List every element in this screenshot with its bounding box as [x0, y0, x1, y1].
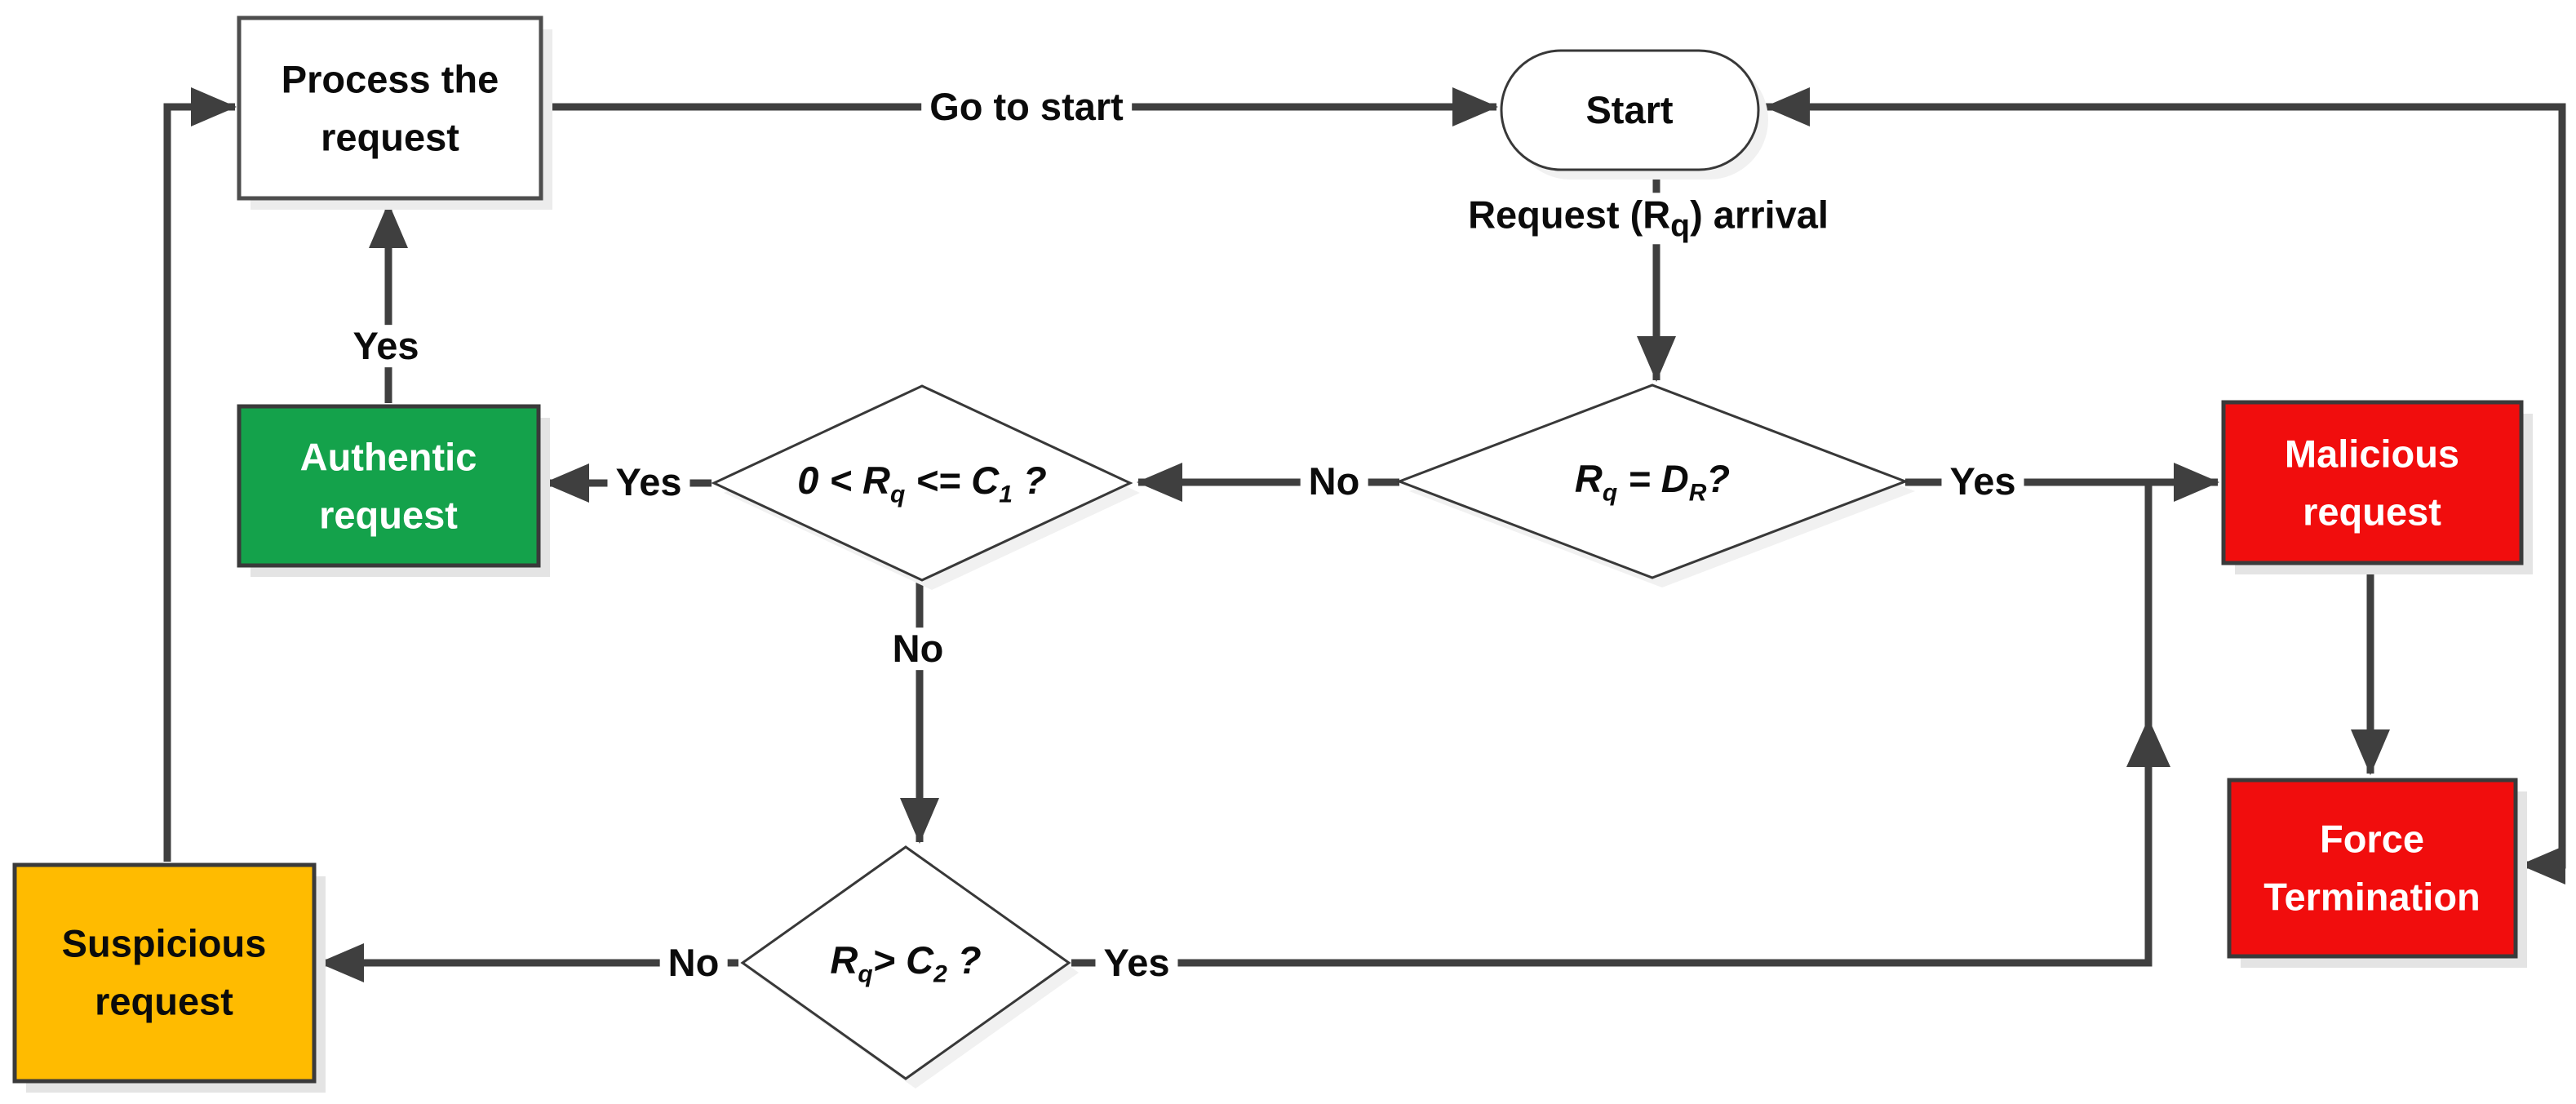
- formula-text: ?: [1706, 456, 1731, 500]
- formula-subscript: 2: [933, 960, 947, 988]
- formula-subscript: q: [1602, 479, 1618, 507]
- start-node: [1500, 49, 1768, 180]
- decision-rq-c1-label: 0 < Rq <= C1 ?: [797, 458, 1046, 509]
- decision-rq-dr-node: [1395, 384, 1915, 587]
- formula-text: = D: [1617, 456, 1689, 500]
- formula-text: 0 < R: [797, 458, 890, 502]
- formula-subscript: q: [858, 960, 873, 988]
- formula-text: <= C: [905, 458, 1000, 502]
- edge-label-decision2-no: No: [884, 627, 952, 670]
- edge-label-decision3-yes: Yes: [1095, 942, 1178, 984]
- edge-termination-start-loop: [1764, 87, 2566, 885]
- force-termination-node: [2227, 778, 2527, 968]
- formula-text: R: [830, 938, 858, 982]
- annotation-text: Request (R: [1468, 193, 1671, 237]
- formula-text: ?: [947, 938, 982, 982]
- request-arrival-annotation: Request (Rq) arrival: [1458, 193, 1838, 245]
- decision-rq-c2-node: [740, 845, 1079, 1088]
- edge-label-go-to-start: Go to start: [921, 86, 1132, 128]
- edge-label-authentic-yes: Yes: [344, 325, 428, 367]
- edge-label-decision2-yes: Yes: [607, 461, 690, 503]
- malicious-request-node: [2221, 400, 2533, 574]
- connector-layer: [163, 87, 2566, 982]
- formula-subscript: 1: [999, 481, 1013, 508]
- decision-rq-c1-node: [711, 384, 1140, 590]
- edge-suspicious-to-process: [163, 87, 237, 862]
- edge-label-decision1-yes: Yes: [1941, 460, 2024, 503]
- formula-text: ?: [1012, 458, 1047, 502]
- formula-subscript: R: [1688, 479, 1707, 507]
- process-request-node: [237, 16, 552, 210]
- decision-rq-c2-label: Rq> C2 ?: [830, 938, 981, 989]
- authentic-request-node: [237, 404, 550, 577]
- suspicious-request-node: [12, 862, 326, 1093]
- edge-label-decision1-no: No: [1300, 460, 1368, 503]
- formula-text: R: [1574, 456, 1603, 500]
- up-arrowhead-icon: [2126, 718, 2170, 767]
- formula-subscript: q: [889, 481, 906, 508]
- annotation-subscript: q: [1670, 208, 1691, 244]
- annotation-text: ) arrival: [1690, 193, 1829, 237]
- decision-rq-dr-label: Rq = DR?: [1575, 456, 1730, 508]
- formula-text: > C: [872, 938, 934, 982]
- edge-label-decision3-no: No: [659, 942, 728, 984]
